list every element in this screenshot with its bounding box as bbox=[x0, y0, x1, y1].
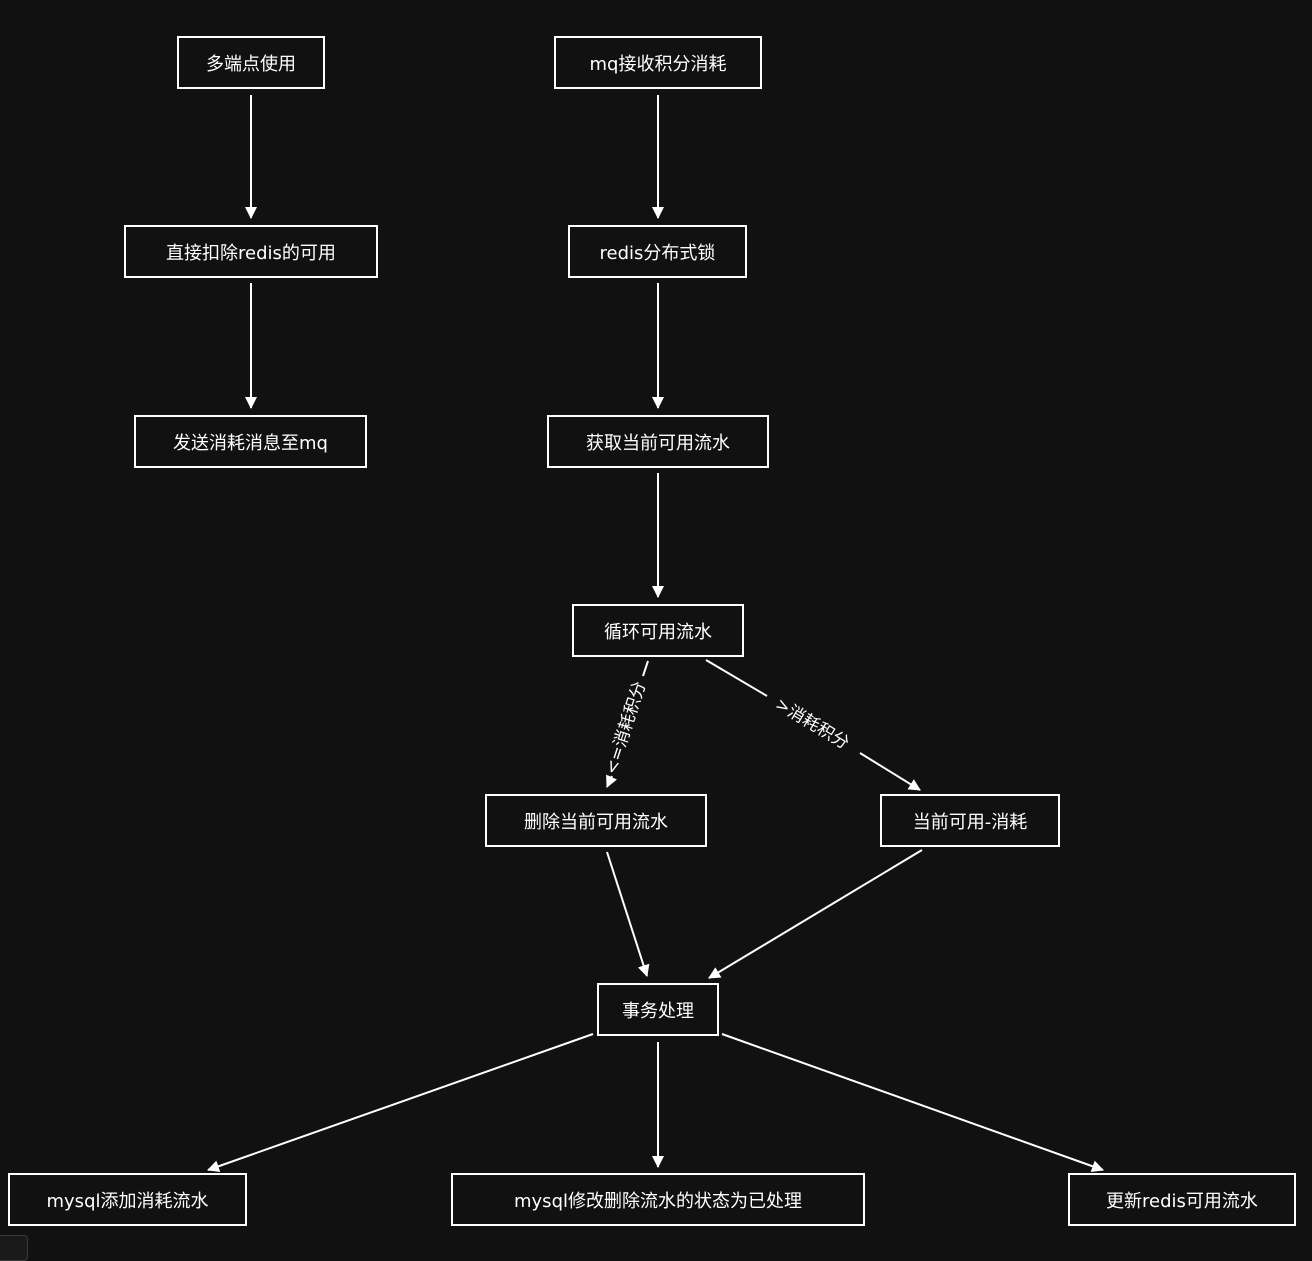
node-deduct-redis[interactable]: 直接扣除redis的可用 bbox=[124, 225, 378, 278]
node-redis-lock[interactable]: redis分布式锁 bbox=[568, 225, 747, 278]
edge-loop-to-subtract-b bbox=[859, 752, 921, 791]
edge-label-gt-consume: >消耗积分 bbox=[772, 694, 853, 754]
node-update-redis[interactable]: 更新redis可用流水 bbox=[1068, 1173, 1296, 1226]
corner-tab[interactable] bbox=[0, 1235, 28, 1261]
node-mq-receive[interactable]: mq接收积分消耗 bbox=[554, 36, 762, 89]
edge-loop-to-subtract-a bbox=[705, 659, 768, 697]
node-delete-flow[interactable]: 删除当前可用流水 bbox=[485, 794, 707, 847]
edge-label-le-consume: <=消耗积分 bbox=[602, 679, 651, 777]
edge-transaction-to-update-redis bbox=[721, 1033, 1104, 1172]
node-mysql-update[interactable]: mysql修改删除流水的状态为已处理 bbox=[451, 1173, 865, 1226]
node-loop-flows[interactable]: 循环可用流水 bbox=[572, 604, 744, 657]
node-multi-endpoint[interactable]: 多端点使用 bbox=[177, 36, 325, 89]
node-mysql-add[interactable]: mysql添加消耗流水 bbox=[8, 1173, 247, 1226]
edge-transaction-to-mysql-add bbox=[207, 1033, 594, 1172]
node-send-mq[interactable]: 发送消耗消息至mq bbox=[134, 415, 367, 468]
edge-subtract-to-transaction bbox=[708, 849, 923, 979]
edge-delete-to-transaction bbox=[606, 851, 650, 977]
node-get-flows[interactable]: 获取当前可用流水 bbox=[547, 415, 769, 468]
node-subtract[interactable]: 当前可用-消耗 bbox=[880, 794, 1060, 847]
edge-loop-to-delete-a bbox=[642, 660, 649, 677]
node-transaction[interactable]: 事务处理 bbox=[597, 983, 719, 1036]
edge-loop-to-delete-b bbox=[606, 774, 618, 788]
